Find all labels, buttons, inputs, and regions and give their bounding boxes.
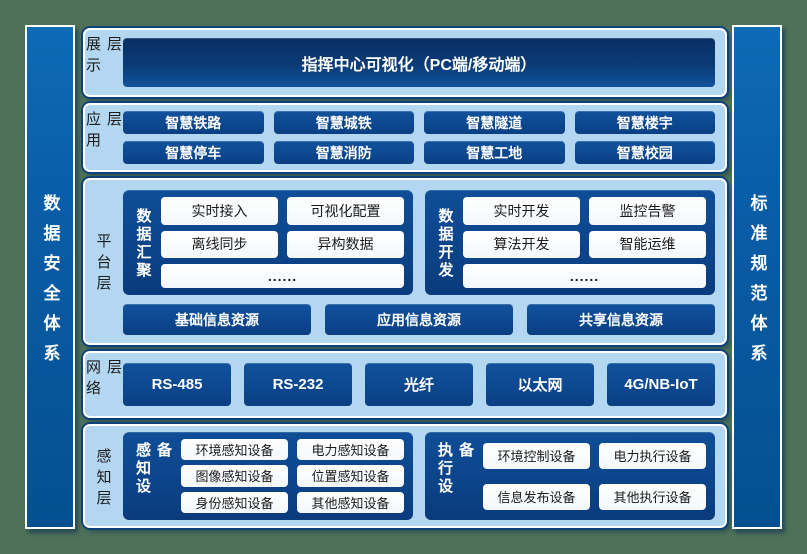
exec-other-device: 其他执行设备 <box>599 483 706 510</box>
exec-power-device: 电力执行设备 <box>599 442 706 469</box>
net-button-rs485: RS-485 <box>123 363 231 406</box>
layer-application-label: 应用层 <box>84 111 122 153</box>
agg-item-realtime-access: 实时接入 <box>161 197 278 225</box>
app-button-smart-metro: 智慧城铁 <box>273 111 414 134</box>
platform-resource-row: 基础信息资源 应用信息资源 共享信息资源 <box>123 304 715 335</box>
panel-data-aggregation-label: 数据汇聚 <box>134 208 152 280</box>
panel-execution-devices-label: 执行设备 <box>436 442 474 496</box>
exec-info-publish-device: 信息发布设备 <box>483 483 590 510</box>
layer-platform-label: 平台层 <box>94 233 112 296</box>
agg-item-more: ...... <box>161 264 404 288</box>
pillar-data-security-label: 数据安全体系 <box>40 193 60 374</box>
layer-platform: 平台层 数据汇聚 实时接入 可视化配置 离线同步 异构数据 ...... <box>83 178 727 345</box>
dev-item-intelligent-ops: 智能运维 <box>589 230 706 259</box>
panel-data-development-grid: 实时开发 监控告警 算法开发 智能运维 ...... <box>463 197 706 288</box>
layer-network: 网络层 RS-485 RS-232 光纤 以太网 4G/NB-IoT <box>83 351 727 418</box>
dev-item-algorithm-dev: 算法开发 <box>463 230 580 259</box>
layer-perception-label: 感知层 <box>94 447 112 511</box>
panel-sensing-devices-grid: 环境感知设备 电力感知设备 图像感知设备 位置感知设备 身份感知设备 其他感知设… <box>181 439 404 513</box>
sense-position-device: 位置感知设备 <box>297 465 404 487</box>
app-button-smart-fire: 智慧消防 <box>273 141 414 164</box>
sense-env-device: 环境感知设备 <box>181 439 288 461</box>
layer-display-content: 指挥中心可视化（PC端/移动端） <box>121 30 725 95</box>
dev-item-more: ...... <box>463 264 706 288</box>
pillar-standards: 标准规范体系 <box>732 25 782 529</box>
panel-sensing-devices: 感知设备 环境感知设备 电力感知设备 图像感知设备 位置感知设备 身份感知设备 … <box>123 432 413 520</box>
pillar-standards-label: 标准规范体系 <box>747 193 767 374</box>
app-button-smart-railway: 智慧铁路 <box>123 111 264 134</box>
layer-network-label: 网络层 <box>84 359 122 401</box>
layer-perception: 感知层 感知设备 环境感知设备 电力感知设备 图像感知设备 位置感知设备 身份感… <box>83 424 727 528</box>
layer-platform-content: 数据汇聚 实时接入 可视化配置 离线同步 异构数据 ...... 数据开发 <box>121 180 725 343</box>
dev-item-monitor-alert: 监控告警 <box>589 197 706 225</box>
resource-basic-info: 基础信息资源 <box>123 304 311 335</box>
net-button-4g-nbiot: 4G/NB-IoT <box>607 363 715 406</box>
panel-sensing-devices-label: 感知设备 <box>134 442 172 496</box>
layer-display: 展示层 指挥中心可视化（PC端/移动端） <box>83 28 727 97</box>
agg-item-offline-sync: 离线同步 <box>161 230 278 259</box>
agg-item-visual-config: 可视化配置 <box>287 197 404 225</box>
layer-application: 应用层 智慧铁路 智慧城铁 智慧隧道 智慧楼宇 智慧停车 智慧消防 智慧工地 智… <box>83 103 727 172</box>
pillar-data-security: 数据安全体系 <box>25 25 75 529</box>
net-button-fiber: 光纤 <box>365 363 473 406</box>
exec-env-control-device: 环境控制设备 <box>483 442 590 469</box>
sense-other-device: 其他感知设备 <box>297 491 404 513</box>
app-button-smart-parking: 智慧停车 <box>123 141 264 164</box>
layer-perception-content: 感知设备 环境感知设备 电力感知设备 图像感知设备 位置感知设备 身份感知设备 … <box>121 426 725 526</box>
panel-execution-devices-grid: 环境控制设备 电力执行设备 信息发布设备 其他执行设备 <box>483 439 706 513</box>
panel-execution-devices: 执行设备 环境控制设备 电力执行设备 信息发布设备 其他执行设备 <box>425 432 715 520</box>
layer-display-label: 展示层 <box>84 36 122 78</box>
resource-shared-info: 共享信息资源 <box>527 304 715 335</box>
app-button-smart-tunnel: 智慧隧道 <box>424 111 565 134</box>
command-center-banner: 指挥中心可视化（PC端/移动端） <box>123 38 715 87</box>
sense-power-device: 电力感知设备 <box>297 439 404 461</box>
panel-data-aggregation: 数据汇聚 实时接入 可视化配置 离线同步 异构数据 ...... <box>123 190 413 295</box>
panel-data-development: 数据开发 实时开发 监控告警 算法开发 智能运维 ...... <box>425 190 715 295</box>
agg-item-hetero-data: 异构数据 <box>287 230 404 259</box>
app-button-smart-site: 智慧工地 <box>424 141 565 164</box>
app-button-smart-building: 智慧楼宇 <box>574 111 715 134</box>
sense-identity-device: 身份感知设备 <box>181 491 288 513</box>
panel-data-aggregation-grid: 实时接入 可视化配置 离线同步 异构数据 ...... <box>161 197 404 288</box>
dev-item-realtime-dev: 实时开发 <box>463 197 580 225</box>
panel-data-development-label: 数据开发 <box>436 208 454 280</box>
sense-image-device: 图像感知设备 <box>181 465 288 487</box>
resource-app-info: 应用信息资源 <box>325 304 513 335</box>
layer-application-content: 智慧铁路 智慧城铁 智慧隧道 智慧楼宇 智慧停车 智慧消防 智慧工地 智慧校园 <box>121 105 725 170</box>
app-button-smart-campus: 智慧校园 <box>574 141 715 164</box>
net-button-rs232: RS-232 <box>244 363 352 406</box>
platform-panel-row: 数据汇聚 实时接入 可视化配置 离线同步 异构数据 ...... 数据开发 <box>123 190 715 295</box>
layer-network-content: RS-485 RS-232 光纤 以太网 4G/NB-IoT <box>121 353 725 416</box>
net-button-ethernet: 以太网 <box>486 363 594 406</box>
